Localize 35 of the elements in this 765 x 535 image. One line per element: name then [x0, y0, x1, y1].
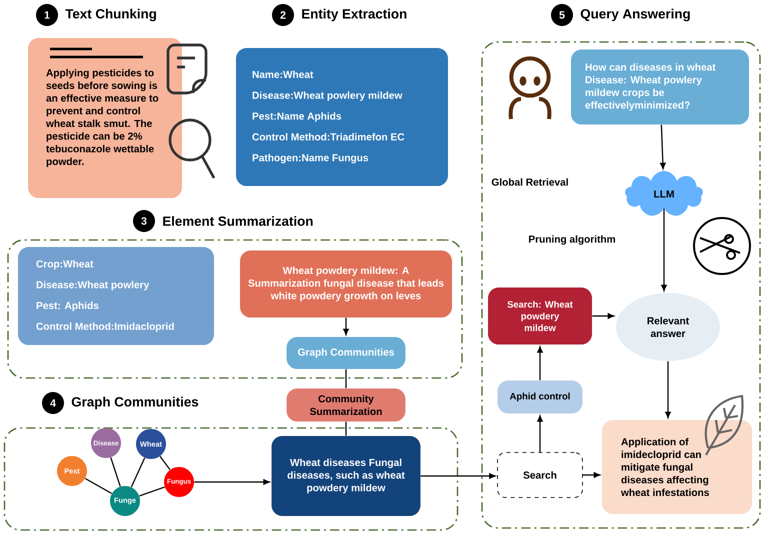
section-heading: Entity Extraction	[302, 8, 406, 22]
summary-box: Wheat powdery mildew: A Summarization fungal disease that leads white powdery growth on leves	[240, 250, 452, 318]
question-box: How can diseases in wheat Disease: Wheat powlery mildew crops be effectivelyminimized?	[571, 50, 749, 124]
process-box: Aphid control	[498, 380, 582, 414]
step-label: Pruning algorithm	[529, 235, 615, 245]
number-badge: 1	[36, 4, 58, 26]
arrow	[420, 473, 496, 479]
section-heading: Element Summarization	[163, 216, 313, 226]
number-badge: 4	[42, 392, 64, 414]
cloud: LLM	[625, 171, 703, 216]
process-box: Community Summarization	[286, 388, 406, 422]
arrow	[537, 415, 543, 452]
number-badge: 3	[133, 210, 155, 232]
answer-box: Application of imidecloprid can mitigate fungal diseases affecting wheat infestations	[602, 420, 752, 514]
section-heading: Text Chunking	[65, 8, 156, 22]
entity-box: Name:Wheat Disease:Wheat powlery mildew Pest:Name Aphids Control Method:Triadimefon EC Pathogen:Name Fungus	[236, 48, 448, 186]
section-heading: Graph Communities	[72, 396, 198, 410]
process-box: Search: Wheat powdery mildew	[488, 288, 592, 344]
arrow	[537, 346, 543, 380]
number-badge: 2	[272, 4, 294, 26]
arrow	[343, 318, 349, 336]
arrow	[661, 208, 667, 292]
number-badge: 5	[551, 4, 573, 26]
arrow	[592, 313, 614, 319]
text-chunk-box: Applying pesticides to seeds before sowing is an effective measure to prevent and control wheat stalk smut. The pesticide can be 2% tebuconazole wettable powder.	[28, 38, 182, 198]
process-box: Search	[497, 452, 583, 498]
arrow	[665, 361, 671, 418]
entity-box: Crop:Wheat Disease:Wheat powlery Pest: Aphids Control Method:Imidacloprid	[18, 247, 214, 345]
arrow	[582, 472, 600, 478]
section-heading: Query Answering	[580, 8, 690, 22]
summary-box: Wheat diseases Fungal diseases, such as wheat powdery mildew	[272, 436, 420, 516]
arrow	[660, 124, 666, 170]
step-label: Global Retrieval	[492, 178, 568, 186]
process-box: Graph Communities	[286, 337, 406, 369]
arrow	[194, 479, 270, 485]
